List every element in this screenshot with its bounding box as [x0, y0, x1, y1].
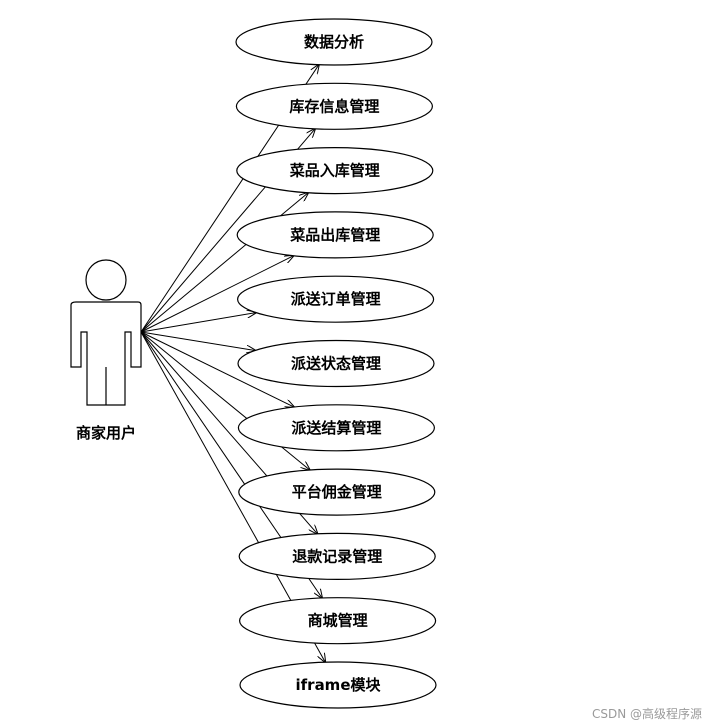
actor-figure [70, 259, 142, 406]
use-case-ellipse [238, 468, 436, 516]
actor-head [85, 259, 127, 301]
use-case: 派送结算管理 [237, 404, 435, 452]
use-case: 菜品出库管理 [236, 211, 434, 259]
use-case-ellipse [239, 597, 437, 645]
association-arrow [140, 331, 294, 407]
use-case-label: 派送订单管理 [291, 290, 381, 308]
use-case-label: 库存信息管理 [289, 97, 379, 115]
use-case: iframe模块 [239, 661, 437, 709]
association-arrow [140, 256, 294, 333]
use-case-label: 数据分析 [304, 33, 364, 51]
use-case: 商城管理 [239, 597, 437, 645]
use-cases: 数据分析库存信息管理菜品入库管理菜品出库管理派送订单管理派送状态管理派送结算管理… [235, 18, 437, 709]
use-case-ellipse [235, 18, 433, 66]
use-case: 退款记录管理 [238, 532, 436, 581]
use-case: 派送状态管理 [237, 339, 435, 388]
association-arrow [140, 331, 255, 351]
actor-label: 商家用户 [76, 424, 136, 442]
use-case-label: 退款记录管理 [292, 547, 382, 565]
use-case: 库存信息管理 [235, 82, 433, 130]
use-case-ellipse [237, 275, 435, 323]
use-case-ellipse [235, 82, 433, 130]
use-case: 菜品入库管理 [236, 147, 434, 195]
actor-body [70, 301, 142, 406]
use-case-label: 平台佣金管理 [292, 483, 382, 501]
use-case-ellipse [238, 532, 436, 581]
use-case-ellipse [239, 661, 437, 709]
use-case-label: 菜品入库管理 [289, 162, 380, 180]
use-case-label: 菜品出库管理 [289, 226, 380, 244]
use-case-ellipse [236, 147, 434, 195]
use-case-label: iframe模块 [296, 676, 382, 694]
use-case-label: 商城管理 [308, 612, 368, 630]
use-case-ellipse [237, 339, 435, 388]
use-case: 平台佣金管理 [238, 468, 436, 516]
use-case: 数据分析 [235, 18, 433, 66]
use-case-label: 派送结算管理 [291, 419, 381, 437]
use-case-ellipse [237, 404, 435, 452]
use-case-label: 派送状态管理 [291, 355, 381, 373]
use-case: 派送订单管理 [237, 275, 435, 323]
use-case-ellipse [236, 211, 434, 259]
watermark: CSDN @高级程序源 [591, 707, 702, 721]
association-arrow [140, 313, 256, 333]
